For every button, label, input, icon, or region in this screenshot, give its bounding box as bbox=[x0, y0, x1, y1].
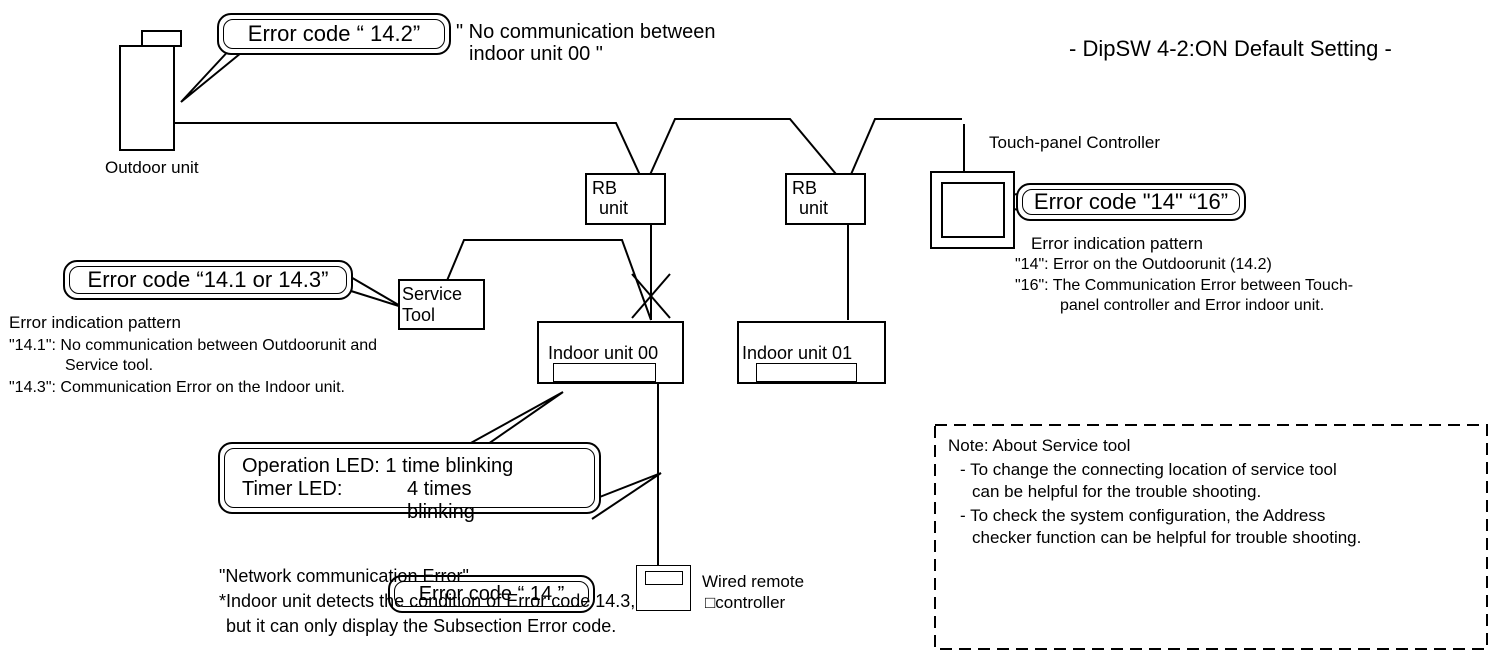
network-error-line2: *Indoor unit detects the condition of Er… bbox=[219, 591, 636, 611]
main-line bbox=[174, 118, 962, 189]
indoor-unit-00-panel bbox=[553, 363, 656, 382]
indoor-unit-00: Indoor unit 00 bbox=[537, 321, 684, 384]
service-tool-box: Service Tool bbox=[398, 279, 485, 330]
outdoor-message-line2: indoor unit 00 " bbox=[469, 43, 603, 65]
service-tool-error-bubble: Error code “14.1 or 14.3” bbox=[63, 260, 353, 300]
remote-error-bubble: Error code “ 14 ” bbox=[388, 575, 595, 613]
wired-remote-label-2: □controller bbox=[705, 593, 786, 612]
touch-panel-pattern-16-cont: panel controller and Error indoor unit. bbox=[1060, 297, 1325, 314]
outdoor-error-bubble: Error code “ 14.2” bbox=[217, 13, 451, 55]
rb-unit-2: RB unit bbox=[785, 173, 866, 225]
wired-remote-body bbox=[636, 565, 691, 611]
led-status-bubble: Operation LED: 1 time blinking Timer LED… bbox=[218, 442, 601, 523]
rb-unit-1: RB unit bbox=[585, 173, 666, 225]
wired-remote-label-1: Wired remote bbox=[702, 572, 805, 591]
indoor-unit-01-panel bbox=[756, 363, 857, 382]
network-error-line3: but it can only display the Subsection E… bbox=[226, 616, 617, 636]
touch-panel-pattern-title: Error indication pattern bbox=[1031, 234, 1203, 253]
touch-panel-label: Touch-panel Controller bbox=[989, 133, 1161, 152]
outdoor-unit-label: Outdoor unit bbox=[105, 158, 199, 177]
service-tool-pattern-14-1-cont: Service tool. bbox=[65, 357, 154, 374]
indoor-unit-01: Indoor unit 01 bbox=[737, 321, 886, 384]
outdoor-unit-body bbox=[119, 45, 175, 151]
touch-panel-pattern-16: "16": The Communication Error between To… bbox=[1015, 277, 1354, 294]
note-line3: - To check the system configuration, the… bbox=[960, 506, 1326, 525]
service-tool-pattern-14-3: "14.3": Communication Error on the Indoo… bbox=[9, 379, 345, 396]
service-tool-pattern-title: Error indication pattern bbox=[9, 313, 181, 332]
touch-panel-screen bbox=[941, 182, 1005, 238]
note-line1: - To change the connecting location of s… bbox=[960, 460, 1337, 479]
note-border bbox=[934, 424, 1488, 650]
network-error-title: "Network communication Error" bbox=[219, 566, 469, 586]
touch-panel-pattern-14: "14": Error on the Outdoorunit (14.2) bbox=[1015, 256, 1272, 273]
page-title: - DipSW 4-2:ON Default Setting - bbox=[1069, 36, 1392, 61]
note-line2: can be helpful for the trouble shooting. bbox=[972, 482, 1262, 501]
touch-panel-error-bubble: Error code "14" “16” bbox=[1016, 183, 1246, 221]
note-title: Note: About Service tool bbox=[948, 436, 1131, 455]
note-line4: checker function can be helpful for trou… bbox=[972, 528, 1362, 547]
touch-panel-body bbox=[930, 171, 1015, 249]
outdoor-message-line1: " No communication between bbox=[456, 21, 716, 43]
disconnect-mark bbox=[631, 273, 671, 319]
wired-remote-screen bbox=[645, 571, 683, 585]
service-tool-pattern-14-1: "14.1": No communication between Outdoor… bbox=[9, 337, 378, 354]
